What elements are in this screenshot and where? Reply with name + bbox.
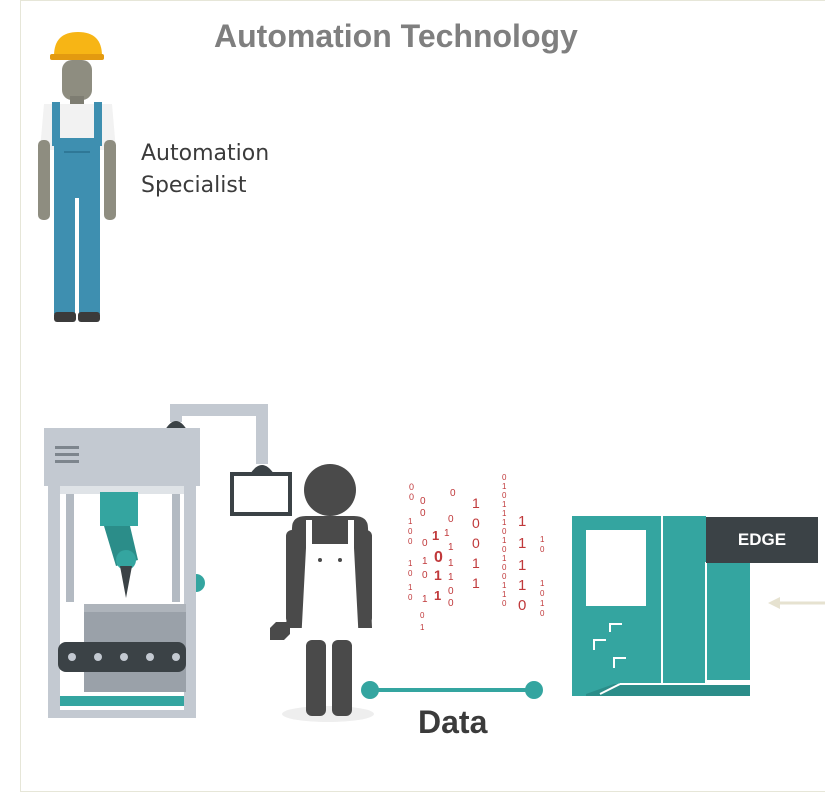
machine-icon	[44, 404, 268, 718]
svg-text:1: 1	[502, 536, 507, 545]
specialist-label-line2: Specialist	[141, 173, 247, 198]
specialist-label-line1: Automation	[141, 141, 270, 166]
svg-text:0: 0	[502, 491, 507, 500]
svg-text:0: 0	[448, 598, 454, 609]
svg-text:1: 1	[448, 542, 454, 553]
svg-text:1: 1	[408, 583, 413, 592]
svg-text:0: 0	[408, 593, 413, 602]
worker-icon	[270, 464, 374, 722]
svg-text:0: 0	[422, 538, 428, 549]
monitor-icon	[230, 465, 292, 516]
svg-text:0: 0	[420, 611, 425, 620]
svg-text:1: 1	[518, 513, 526, 530]
svg-text:0: 0	[409, 492, 414, 502]
svg-text:0: 0	[434, 549, 443, 566]
svg-text:1: 1	[518, 557, 526, 574]
svg-text:0: 0	[502, 473, 507, 482]
svg-text:1: 1	[434, 588, 441, 603]
svg-text:1: 1	[502, 581, 507, 590]
data-connection-line	[361, 681, 543, 699]
svg-text:1: 1	[502, 590, 507, 599]
svg-text:1: 1	[518, 577, 526, 594]
svg-text:1: 1	[502, 482, 507, 491]
svg-text:1: 1	[502, 509, 507, 518]
edge-device-icon	[572, 516, 750, 696]
svg-text:0: 0	[448, 514, 454, 525]
svg-text:0: 0	[409, 482, 414, 492]
svg-text:1: 1	[422, 594, 428, 605]
arrow-icon	[768, 597, 825, 609]
svg-text:1: 1	[448, 558, 454, 569]
svg-text:0: 0	[472, 515, 480, 531]
svg-text:1: 1	[502, 500, 507, 509]
svg-text:1: 1	[502, 554, 507, 563]
svg-text:0: 0	[408, 527, 413, 536]
data-label: Data	[418, 704, 488, 740]
diagram-frame	[20, 0, 825, 792]
specialist-label: Automation Specialist	[141, 138, 341, 202]
binary-data-stream: 0 0 0 0 0 1 0 0 0 1 1 0 0 1 1 0 1 0 1 1 …	[408, 473, 545, 632]
svg-text:1: 1	[540, 535, 545, 544]
svg-text:1: 1	[540, 599, 545, 608]
svg-text:0: 0	[540, 545, 545, 554]
edge-label: EDGE	[706, 517, 818, 563]
svg-text:0: 0	[502, 545, 507, 554]
svg-text:0: 0	[502, 563, 507, 572]
svg-text:0: 0	[540, 589, 545, 598]
svg-text:1: 1	[540, 579, 545, 588]
svg-text:1: 1	[420, 623, 425, 632]
svg-text:1: 1	[422, 556, 428, 567]
svg-text:0: 0	[422, 570, 428, 581]
svg-text:0: 0	[420, 508, 426, 519]
svg-text:1: 1	[472, 495, 480, 511]
svg-text:0: 0	[502, 572, 507, 581]
svg-text:0: 0	[502, 527, 507, 536]
specialist-figure-icon	[38, 32, 116, 322]
svg-text:0: 0	[502, 599, 507, 608]
svg-text:1: 1	[408, 517, 413, 526]
svg-text:1: 1	[434, 567, 442, 583]
svg-text:1: 1	[472, 575, 480, 591]
svg-text:0: 0	[448, 586, 454, 597]
svg-text:1: 1	[432, 528, 439, 543]
svg-text:0: 0	[518, 597, 526, 614]
svg-text:0: 0	[420, 496, 426, 507]
svg-text:1: 1	[502, 518, 507, 527]
svg-text:1: 1	[444, 528, 450, 539]
diagram-title: Automation Technology	[214, 18, 578, 54]
svg-text:0: 0	[540, 609, 545, 618]
svg-text:1: 1	[448, 572, 454, 583]
svg-text:0: 0	[408, 569, 413, 578]
svg-text:0: 0	[408, 537, 413, 546]
svg-text:1: 1	[408, 559, 413, 568]
svg-text:1: 1	[518, 535, 526, 552]
svg-text:0: 0	[472, 535, 480, 551]
svg-text:1: 1	[472, 555, 480, 571]
svg-text:0: 0	[450, 488, 456, 499]
